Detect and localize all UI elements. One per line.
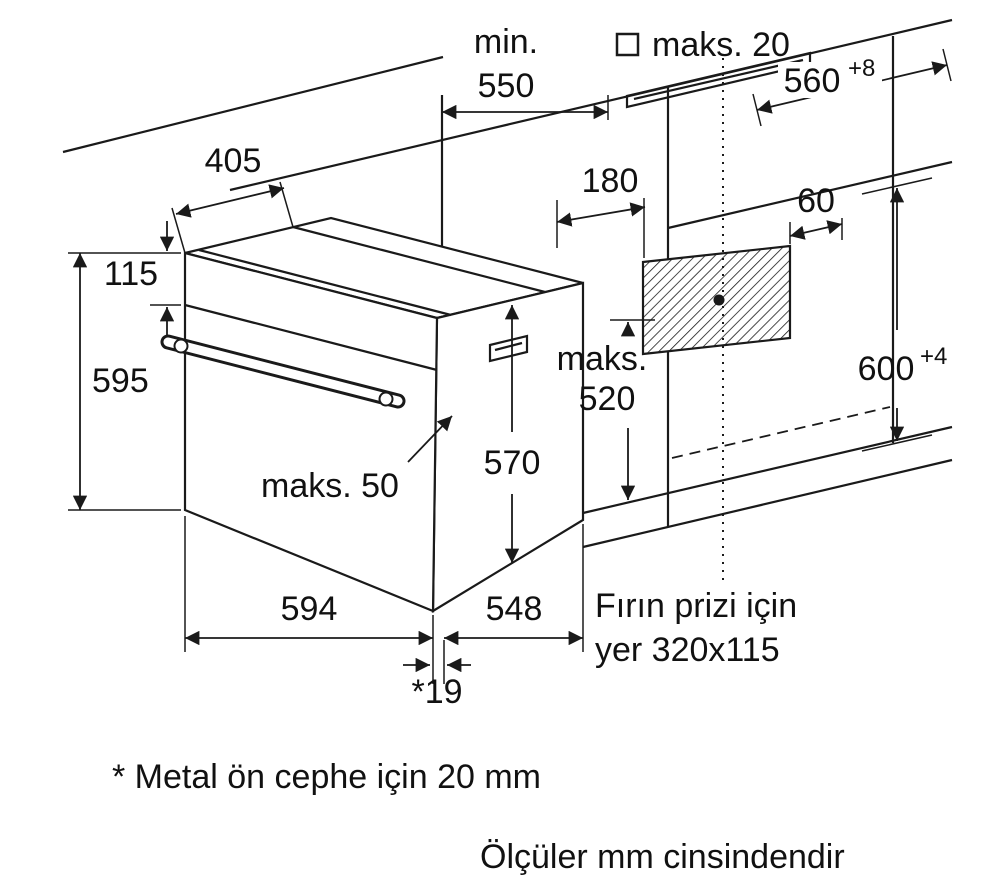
dim-label-550: 550 [478,67,535,105]
dim-label-maks-20: maks. 20 [652,26,790,64]
ext-line [171,207,186,254]
dim-line [556,202,646,227]
dim-label-115: 115 [104,255,158,293]
dim-label-570: 570 [484,444,541,482]
dim-label-min: min. [474,23,538,61]
flush-square-icon [615,32,640,57]
socket-note-line1: Fırın prizi için [595,587,797,625]
dim-label-548: 548 [486,590,543,628]
oven-front-face [183,251,439,613]
worktop-vent-slot-inner [633,58,804,101]
oven-control-panel-divider [184,303,438,372]
oven-top-step-seam [292,225,546,294]
niche-top-edge [667,160,953,230]
dim-niche-depth-min-550: min. 550 [442,23,609,120]
dim-label-595: 595 [92,362,149,400]
dim-body-depth-570: 570 [484,305,541,563]
dim-oven-width-594: 594 [184,516,434,684]
dim-line [789,220,843,240]
socket-center-dot [713,294,725,306]
dim-top-depth-405: 405 [171,142,294,254]
oven-side-vent-inner-line [494,341,523,352]
ext-line [861,434,933,452]
metal-front-footnote: * Metal ön cephe için 20 mm [112,758,541,796]
worktop-back-edge [62,55,444,154]
dim-label-maks: maks. [557,340,648,378]
ext-line [861,177,933,195]
units-note: Ölçüler mm cinsindendir [480,838,845,876]
dim-label-560: 560 [784,62,841,100]
handle-rod-fill [163,337,403,406]
dim-niche-width-560: 560 +8 [752,48,952,127]
dim-handle-clearance-maks-50: maks. 50 [261,415,453,505]
oven-drawing [160,216,585,613]
dim-oven-depth-548: 548 [444,524,584,652]
dim-niche-height-600: 600 +4 [858,177,947,452]
leader-arrow [407,415,453,463]
dim-label-19: *19 [411,673,462,711]
handle-right-cap [378,391,394,407]
dim-label-520: 520 [579,380,636,418]
dim-label-560-tolerance: +8 [848,55,875,82]
dim-label-600-tolerance: +4 [920,343,947,370]
dim-label-600: 600 [858,350,915,388]
dim-label-maks-50: maks. 50 [261,467,399,505]
dim-socket-offset-60: 60 [789,182,843,244]
socket-note-line2: yer 320x115 [595,631,780,669]
dim-inner-depth-maks-520: maks. 520 [557,319,655,500]
dim-label-594: 594 [281,590,338,628]
dim-label-60: 60 [797,182,835,220]
dim-label-405: 405 [205,142,262,180]
oven-top-bevel-line [198,248,452,317]
dim-line [175,184,285,218]
dim-oven-height-595: 595 [68,252,181,511]
socket-area [641,244,792,356]
dim-panel-gap-maks-20: maks. 20 [615,26,790,64]
label-backing [778,62,882,98]
dim-socket-offset-180: 180 [556,162,646,258]
socket-note: Fırın prizi için yer 320x115 [595,587,797,669]
oven-door-handle [160,334,406,409]
oven-side-vent-detail [488,334,529,363]
handle-left-cap [173,338,189,354]
niche-shelf-bottom-edge [582,458,953,549]
dim-front-overhang-19: *19 [403,640,471,711]
dim-label-180: 180 [582,162,639,200]
niche-hidden-depth-line [671,406,891,459]
dim-panel-height-115: 115 [68,221,181,335]
niche-shelf-front-edge [582,425,953,515]
